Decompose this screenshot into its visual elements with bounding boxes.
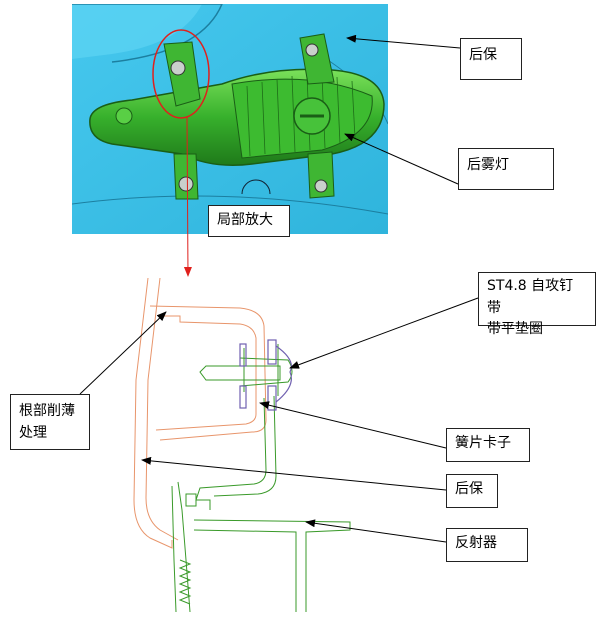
- leader-screw: [289, 297, 479, 369]
- zoom-arrow: [183, 115, 192, 277]
- bumper-section: [133, 277, 267, 549]
- callout-rear-fog-lamp: 后雾灯: [458, 148, 554, 190]
- callout-rear-bumper-top: 后保: [460, 38, 522, 80]
- leader-spring-clip: [259, 401, 447, 449]
- reflector-section: [171, 344, 351, 613]
- fog-lamp-render: [72, 4, 388, 234]
- callout-local-zoom-text: 局部放大: [217, 212, 273, 228]
- bumper-edge-line: [72, 4, 223, 63]
- leader-rear-bumper-bottom: [141, 456, 447, 491]
- callout-spring-clip: 簧片卡子: [446, 428, 530, 462]
- fog-lamp-render-photo: [72, 4, 388, 234]
- leader-rear-bumper-top: [346, 34, 461, 49]
- lamp-boss: [115, 107, 133, 125]
- callout-rear-bumper-bottom-text: 后保: [455, 481, 483, 497]
- callout-reflector-text: 反射器: [455, 535, 497, 551]
- callout-rear-bumper-top-text: 后保: [469, 47, 497, 63]
- callout-screw-line1: ST4.8 自攻钉带: [487, 278, 574, 316]
- callout-rear-fog-lamp-text: 后雾灯: [467, 157, 509, 173]
- clip-section: [239, 339, 292, 411]
- callout-root-thinning-line2: 处理: [19, 424, 47, 441]
- screw-lower-right: [314, 179, 328, 193]
- highlight-circle: [152, 29, 210, 119]
- bumper-surface-top: [72, 4, 202, 59]
- screw-upper-right: [305, 43, 319, 57]
- leader-root-thinning: [79, 311, 167, 395]
- callout-screw-line2: 带平垫圈: [487, 321, 543, 338]
- callout-reflector: 反射器: [446, 528, 528, 562]
- callout-root-thinning: 根部削薄 处理: [10, 394, 90, 450]
- bumper-lower-line: [72, 195, 388, 215]
- callout-spring-clip-text: 簧片卡子: [455, 435, 511, 451]
- bumper-hole-outline: [241, 179, 271, 195]
- callout-local-zoom: 局部放大: [208, 205, 290, 237]
- callout-rear-bumper-bottom: 后保: [446, 474, 498, 508]
- callout-root-thinning-line1: 根部削薄: [19, 403, 75, 419]
- screw-lower-left: [178, 176, 194, 192]
- callout-screw: ST4.8 自攻钉带 带平垫圈: [478, 272, 596, 337]
- lens-ribs: [246, 74, 356, 157]
- leader-rear-fog-lamp: [344, 133, 459, 185]
- leader-reflector: [305, 519, 447, 543]
- screw-upper-left: [170, 60, 186, 76]
- bracket-lower-right: [307, 151, 335, 199]
